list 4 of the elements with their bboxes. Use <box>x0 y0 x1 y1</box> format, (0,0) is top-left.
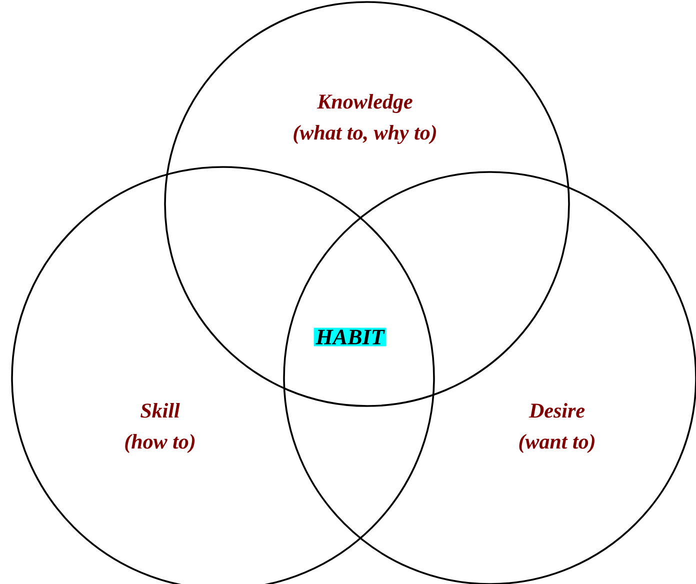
circle-label: Desire (want to) <box>519 402 594 454</box>
circle-label: Knowledge (what to, why to) <box>294 94 436 144</box>
highlighted-label: HABIT <box>314 328 386 346</box>
circle-label: Skill (how to) <box>125 402 195 454</box>
